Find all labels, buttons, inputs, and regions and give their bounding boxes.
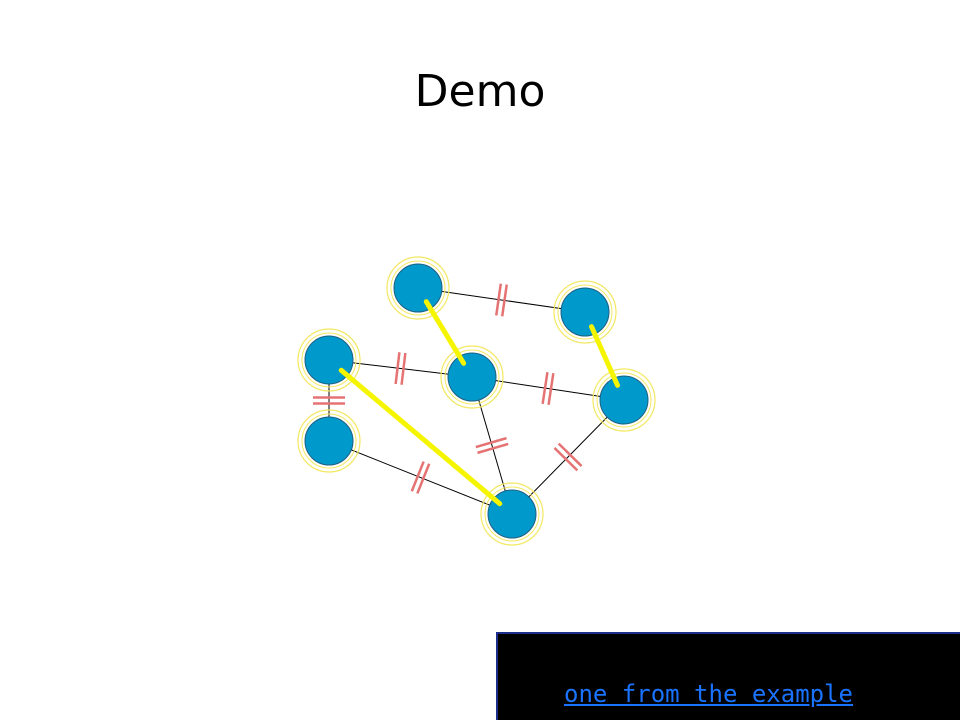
- cut-marks-layer: [313, 283, 583, 494]
- nodes-layer: [297, 256, 656, 546]
- node-halo-inner: [444, 349, 500, 405]
- node-n5: [592, 368, 656, 432]
- cut-tick: [416, 463, 431, 494]
- edge-n1-n2: [417, 287, 586, 313]
- link-box: one from the example: [496, 632, 960, 720]
- cut-mark-n1-n2: [495, 283, 508, 317]
- matching-layer: [338, 299, 621, 507]
- node-halo-outer: [592, 368, 656, 432]
- node-halo-inner: [557, 284, 613, 340]
- node-halo-inner: [390, 260, 446, 316]
- node-halo-outer: [386, 256, 450, 320]
- cut-tick: [410, 461, 425, 492]
- cut-mark-n3-n4: [394, 352, 407, 385]
- cut-mark-n4-n5: [541, 372, 555, 405]
- cut-tick: [477, 442, 509, 455]
- slide-title: Demo: [414, 66, 546, 117]
- cut-mark-n3-n6: [313, 396, 345, 405]
- cut-tick: [495, 283, 503, 316]
- node-halo-inner: [301, 332, 357, 388]
- node-n2: [553, 280, 617, 344]
- cut-tick: [541, 372, 549, 405]
- node-n6: [297, 409, 361, 473]
- cut-mark-n6-n7: [410, 461, 431, 494]
- cut-tick: [394, 352, 401, 385]
- matching-edge-n2-n5: [588, 324, 621, 388]
- cut-tick: [500, 284, 508, 317]
- node-n3: [297, 328, 361, 392]
- node-circle: [599, 375, 649, 425]
- node-circle: [393, 263, 443, 313]
- cut-tick: [400, 352, 407, 385]
- node-halo-outer: [480, 482, 544, 546]
- node-halo-outer: [440, 345, 504, 409]
- cut-mark-n5-n7: [553, 442, 583, 472]
- matching-edge-n1-n4: [423, 299, 467, 366]
- cut-tick: [547, 372, 555, 405]
- node-n7: [480, 482, 544, 546]
- node-n4: [440, 345, 504, 409]
- example-link[interactable]: one from the example: [564, 680, 853, 708]
- node-halo-outer: [553, 280, 617, 344]
- node-halo-outer: [297, 328, 361, 392]
- node-halo-inner: [301, 413, 357, 469]
- node-circle: [304, 416, 354, 466]
- edge-n6-n7: [328, 440, 513, 515]
- node-circle: [560, 287, 610, 337]
- node-n1: [386, 256, 450, 320]
- cut-tick: [557, 442, 583, 467]
- cut-tick: [475, 436, 507, 449]
- matching-edge-n3-n7: [338, 367, 503, 507]
- node-halo-inner: [596, 372, 652, 428]
- node-halo-outer: [297, 409, 361, 473]
- cut-tick: [553, 447, 579, 472]
- edge-n4-n5: [471, 376, 625, 401]
- node-halo-inner: [484, 486, 540, 542]
- cut-mark-n4-n7: [475, 436, 509, 455]
- node-circle: [447, 352, 497, 402]
